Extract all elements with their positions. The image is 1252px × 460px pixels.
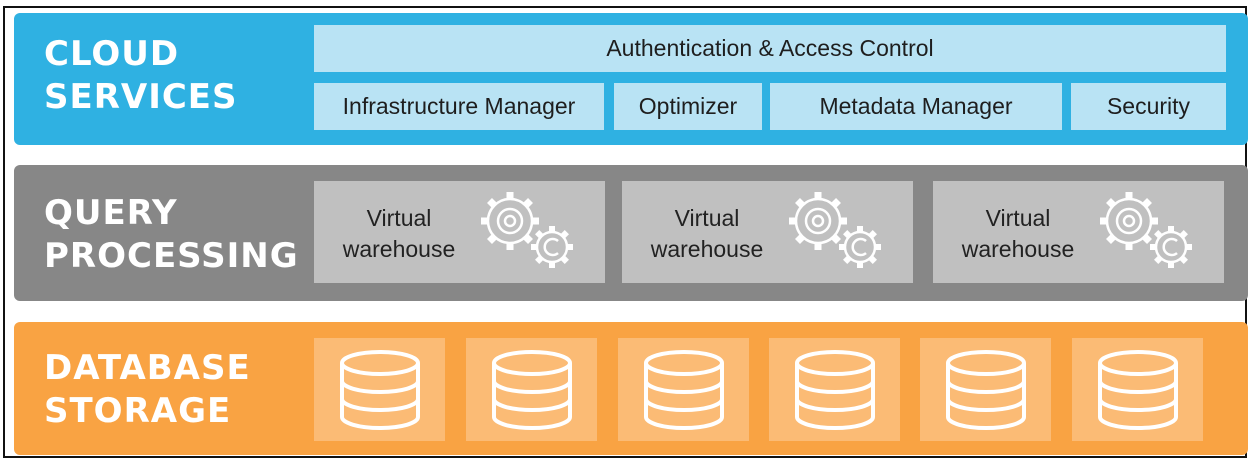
database-icon [492, 350, 572, 430]
virtual-warehouse-label: Virtual warehouse [636, 203, 778, 265]
cloud-services-title-line2: SERVICES [44, 77, 238, 117]
infrastructure-manager-box: Infrastructure Manager [314, 83, 604, 130]
gears-icon [789, 192, 881, 268]
database-storage-layer: DATABASE STORAGE [14, 322, 1248, 455]
security-box: Security [1071, 83, 1226, 130]
database-icon [340, 350, 420, 430]
database-tile-3 [618, 338, 749, 441]
optimizer-box: Optimizer [614, 83, 762, 130]
database-storage-title: DATABASE STORAGE [44, 347, 251, 433]
virtual-warehouse-label-line1: Virtual [366, 205, 432, 231]
metadata-manager-box: Metadata Manager [770, 83, 1062, 130]
virtual-warehouse-2: Virtual warehouse [622, 181, 913, 283]
database-tile-4 [769, 338, 900, 441]
database-storage-title-line1: DATABASE [44, 348, 251, 388]
cloud-services-layer: CLOUD SERVICES Authentication & Access C… [14, 13, 1248, 145]
cloud-services-title: CLOUD SERVICES [44, 33, 238, 119]
query-processing-layer: QUERY PROCESSING Virtual warehouse [14, 165, 1248, 301]
database-tile-5 [920, 338, 1051, 441]
virtual-warehouse-label-line2: warehouse [961, 236, 1075, 262]
query-processing-title: QUERY PROCESSING [44, 192, 299, 278]
virtual-warehouse-label: Virtual warehouse [947, 203, 1089, 265]
gears-icon [481, 192, 573, 268]
database-icon [795, 350, 875, 430]
virtual-warehouse-label-line1: Virtual [674, 205, 740, 231]
query-processing-title-line1: QUERY [44, 193, 178, 233]
authentication-access-control-box: Authentication & Access Control [314, 25, 1226, 72]
cloud-services-title-line1: CLOUD [44, 34, 180, 74]
virtual-warehouse-label-line1: Virtual [985, 205, 1051, 231]
database-icon [946, 350, 1026, 430]
virtual-warehouse-label-line2: warehouse [342, 236, 456, 262]
virtual-warehouse-3: Virtual warehouse [933, 181, 1224, 283]
virtual-warehouse-1: Virtual warehouse [314, 181, 605, 283]
database-tile-2 [466, 338, 597, 441]
database-storage-title-line2: STORAGE [44, 391, 232, 431]
gears-icon [1100, 192, 1192, 268]
database-tile-1 [314, 338, 445, 441]
query-processing-title-line2: PROCESSING [44, 236, 299, 276]
virtual-warehouse-label-line2: warehouse [650, 236, 764, 262]
database-icon [1098, 350, 1178, 430]
database-tile-6 [1072, 338, 1203, 441]
virtual-warehouse-label: Virtual warehouse [328, 203, 470, 265]
database-icon [644, 350, 724, 430]
